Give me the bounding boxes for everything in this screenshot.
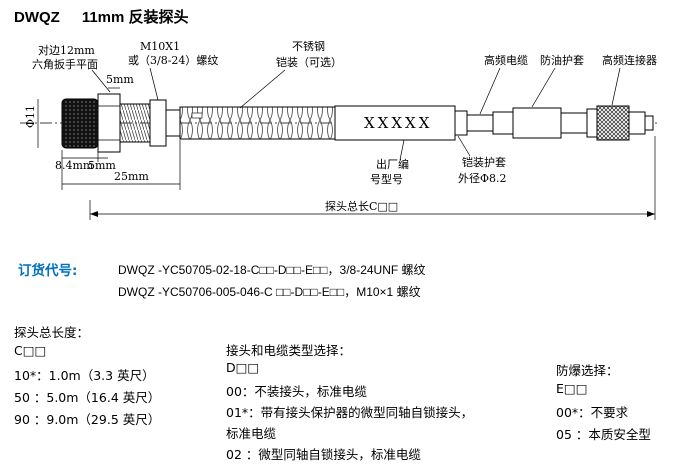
- page-title: DWQZ 11mm 反装探头: [14, 6, 189, 27]
- armor-2: 铠装（可选）: [276, 55, 342, 69]
- connector-heading: 接头和电缆类型选择：: [226, 343, 352, 358]
- hex-note-2: 六角扳手平面: [32, 57, 98, 71]
- length-item: 50 ：5.0m（16.4 英尺）: [14, 390, 161, 405]
- probe-drawing: XXXXX 对边12mm 六角扳手平面 M10X1 或（3/8-24）螺纹 不锈…: [20, 40, 660, 220]
- title-desc: 11mm 反装探头: [81, 9, 189, 26]
- armor-sleeve: [334, 105, 456, 141]
- connector-label: 高频连接器: [602, 53, 657, 67]
- explosion-heading: 防爆选择：: [556, 363, 619, 378]
- total-length: 探头总长C□□: [325, 199, 398, 213]
- explosion-item: 05 ：本质安全型: [556, 427, 651, 442]
- sleeve-2: 外径Φ8.2: [458, 172, 507, 185]
- oil-guard: [492, 111, 514, 135]
- connector-body: [596, 105, 630, 141]
- connector-item: 01*：带有接头保护器的微型同轴自锁接头，: [226, 405, 474, 420]
- sleeve-marks: XXXXX: [364, 114, 432, 132]
- length-item: 10*：1.0m（3.3 英尺）: [14, 368, 155, 383]
- explosion-item: 00*：不要求: [556, 405, 629, 420]
- probe-tip: [61, 98, 99, 149]
- sleeve-1: 铠装护套: [462, 155, 506, 169]
- order-code-label: 订货代号:: [18, 263, 78, 279]
- dim-phi11: Φ11: [24, 105, 37, 128]
- cable-label: 高频电缆: [484, 53, 528, 67]
- connector-code: D□□: [226, 360, 260, 375]
- hex-note-1: 对边12mm: [38, 43, 95, 57]
- order-line-2: DWQZ -YC50706-005-046-C □□-D□□-E□□，M10×1…: [118, 285, 421, 299]
- armor-section: [179, 106, 336, 140]
- connector-item: 02 ：微型同轴自锁接头，标准电缆: [226, 447, 421, 462]
- length-item: 90 ：9.0m（29.5 英尺）: [14, 412, 161, 427]
- length-code: C□□: [14, 343, 47, 358]
- dim-8-4: 8.4mm: [55, 159, 94, 172]
- hex-nut: [97, 93, 121, 153]
- explosion-code: E□□: [556, 381, 588, 396]
- thread-1: M10X1: [140, 40, 180, 53]
- length-heading: 探头总长度：: [14, 325, 90, 340]
- thread-2: 或（3/8-24）螺纹: [128, 53, 218, 67]
- order-line-1: DWQZ -YC50705-02-18-C□□-D□□-E□□，3/8-24UN…: [118, 263, 426, 277]
- connector-item: 标准电缆: [226, 426, 277, 441]
- oil-guard-label: 防油护套: [540, 53, 584, 67]
- connector-item: 00：不装接头，标准电缆: [226, 384, 367, 399]
- factory-1: 出厂编: [376, 157, 409, 171]
- cable: [466, 114, 494, 132]
- dim-5mm-b: 5mm: [88, 159, 116, 172]
- dim-5mm: 5mm: [106, 73, 134, 86]
- dim-25mm: 25mm: [114, 170, 149, 183]
- factory-2: 号型号: [370, 172, 403, 186]
- armor-1: 不锈钢: [292, 40, 325, 53]
- title-model: DWQZ: [14, 9, 60, 26]
